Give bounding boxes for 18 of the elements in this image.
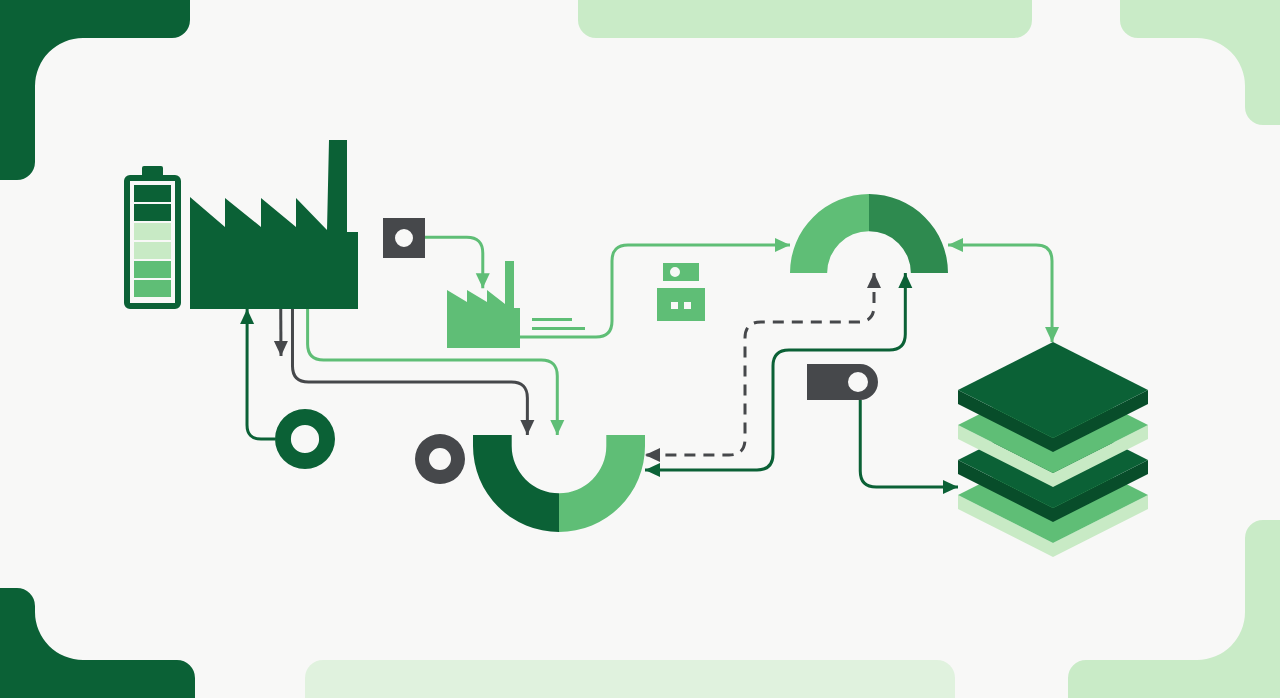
- arrow: [948, 238, 1060, 342]
- square-hole-icon: [383, 218, 425, 258]
- ring-icon: [275, 409, 335, 469]
- arrow: [858, 400, 958, 494]
- half-ring-arch: [790, 194, 948, 273]
- arrow: [520, 238, 790, 339]
- layer-stack-icon: [958, 342, 1148, 557]
- factory-icon: [190, 140, 358, 309]
- half-ring-bowl: [473, 435, 645, 532]
- arrow: [273, 309, 288, 356]
- arrow: [425, 235, 490, 289]
- arrow: [306, 309, 565, 435]
- arrow: [291, 309, 535, 435]
- arrow: [240, 309, 275, 441]
- dashed-arrow: [645, 273, 881, 462]
- tag-icon: [807, 364, 878, 400]
- small-factory-icon: [447, 260, 520, 348]
- arrow: [645, 273, 913, 477]
